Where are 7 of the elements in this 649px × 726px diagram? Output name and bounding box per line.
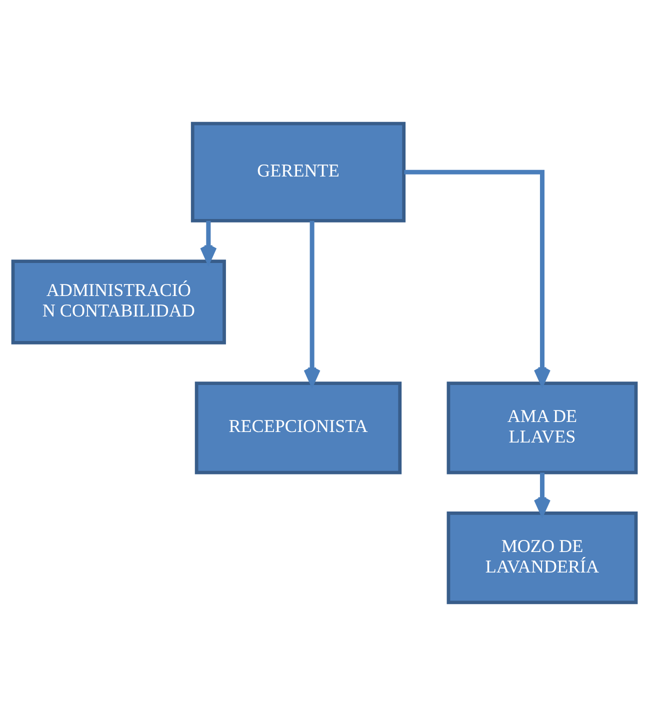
node-box: RECEPCIONISTA (194, 382, 402, 474)
node-box: AMA DE LLAVES (446, 382, 638, 474)
arrow (304, 220, 320, 386)
arrow (404, 170, 551, 386)
node-box: ADMINISTRACIÓ N CONTABILIDAD (11, 260, 226, 344)
node-box: GERENTE (190, 122, 406, 222)
node-box: MOZO DE LAVANDERÍA (446, 512, 638, 604)
